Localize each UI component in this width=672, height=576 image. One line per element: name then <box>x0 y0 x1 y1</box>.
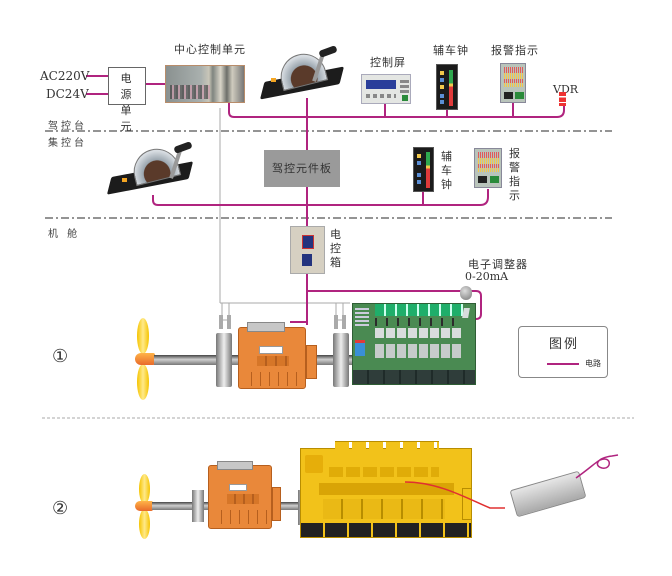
speed-sensor <box>342 315 346 329</box>
driving-panel-label: 驾控元件板 <box>272 162 332 175</box>
central-control-unit[interactable] <box>165 65 245 103</box>
power-unit-label: 电源单元 <box>120 72 134 133</box>
signal-wire-right-sensors <box>335 303 344 321</box>
speed-sensor <box>227 315 231 329</box>
legend-box: 图例 电路 <box>518 326 608 378</box>
electric-box-label: 电控箱 <box>330 228 341 269</box>
propeller-hub <box>135 501 153 511</box>
ecr-bus <box>152 189 489 206</box>
alarm-bridge-label: 报警指示 <box>491 44 539 57</box>
zone-label-engine-room: 机 舱 <box>48 229 81 240</box>
gearbox-orange[interactable] <box>238 322 306 389</box>
shaft-coupling-1 <box>192 490 204 522</box>
propeller-blade-top <box>139 474 150 504</box>
driving-control-panel[interactable]: 驾控元件板 <box>264 150 340 187</box>
speed-sensor <box>219 315 223 329</box>
power-unit-box: 电源单元 <box>108 67 146 133</box>
speed-sensor <box>334 315 338 329</box>
electric-control-box[interactable] <box>290 226 325 274</box>
plc-terminals <box>170 85 210 99</box>
governor-actuator[interactable] <box>460 286 472 300</box>
screen-keypad <box>400 79 409 93</box>
telegraph-ecr-label: 辅车钟 <box>441 150 452 191</box>
bridge-alarm-panel[interactable] <box>500 63 526 103</box>
control-screen[interactable] <box>361 74 411 104</box>
shaft-coupling-1 <box>216 333 232 387</box>
legend-title: 图例 <box>548 337 579 352</box>
electric-propulsion-motor[interactable] <box>352 303 476 385</box>
screen-display <box>366 80 396 89</box>
ac-label: AC220V <box>40 69 90 83</box>
propeller-hub <box>135 353 155 365</box>
governor-red-wire <box>404 481 505 509</box>
gearbox-orange[interactable] <box>208 461 272 529</box>
signal-wire-left-sensors <box>221 303 230 321</box>
ecr-alarm-panel[interactable] <box>474 148 502 188</box>
engine1-feed <box>290 321 308 325</box>
governor-label: 电子调整器 <box>468 258 528 271</box>
propeller-blade-bottom <box>139 509 150 539</box>
governor-loop <box>307 290 482 320</box>
vdr-device[interactable] <box>559 92 566 106</box>
ecr-telegraph[interactable] <box>413 147 434 192</box>
zone-label-ecr: 集控台 <box>48 138 87 149</box>
governor-signal-label: 0-20mA <box>465 270 509 283</box>
legend-swatch-circuit <box>547 363 579 365</box>
ecr-control-lever[interactable] <box>106 141 194 195</box>
control-screen-label: 控制屏 <box>370 56 406 69</box>
zone-label-bridge: 驾控台 <box>48 121 87 132</box>
config-1-label: ① <box>52 346 69 367</box>
propeller-blade-bottom <box>137 364 149 400</box>
legend-item-circuit: 电路 <box>585 359 601 368</box>
shaft-coupling-2 <box>333 333 349 387</box>
diesel-main-engine[interactable] <box>300 441 472 538</box>
bridge-telegraph[interactable] <box>436 64 458 110</box>
telegraph-bridge-label: 辅车钟 <box>433 44 469 57</box>
propeller-blade-top <box>137 318 149 354</box>
bridge-bus <box>228 100 565 118</box>
config-2-label: ② <box>52 498 69 519</box>
actuator-circuit-coil <box>575 454 619 479</box>
bridge-control-lever[interactable] <box>259 45 345 100</box>
central-control-label: 中心控制单元 <box>174 43 246 56</box>
dc-label: DC24V <box>46 87 89 101</box>
alarm-ecr-label: 报警指示 <box>509 147 520 202</box>
